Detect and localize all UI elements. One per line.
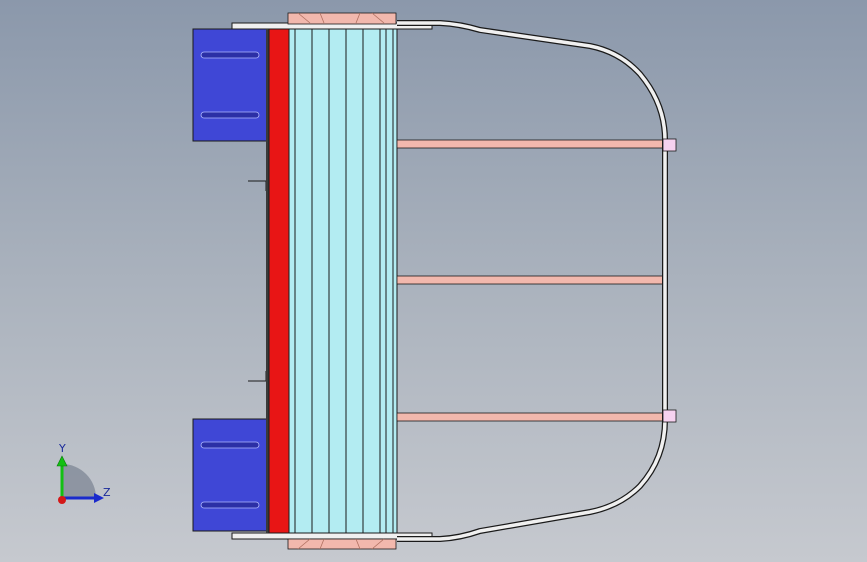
- y-axis-label: Y: [58, 442, 66, 455]
- fin-stack: [288, 28, 398, 534]
- bottom-clamp: [287, 538, 397, 550]
- mount-mark-lower: [248, 371, 267, 382]
- axis-triad: Y Z: [56, 442, 111, 504]
- backing-strip: [266, 29, 269, 533]
- slot: [200, 441, 260, 449]
- top-clamp: [287, 12, 397, 25]
- red-panel: [268, 28, 290, 534]
- y-arrow-icon: [56, 455, 68, 467]
- end-block-lower: [662, 409, 677, 423]
- tie-rod: [396, 139, 664, 149]
- slot: [200, 501, 260, 509]
- top-bracket: [192, 28, 270, 142]
- slot: [200, 111, 260, 119]
- z-axis-label: Z: [103, 486, 111, 499]
- mount-mark-upper: [248, 180, 267, 191]
- frame-inner: [397, 21, 667, 541]
- tie-rod: [396, 275, 664, 285]
- z-arrow-icon: [94, 493, 104, 503]
- triad-sector: [62, 464, 96, 498]
- tie-rod: [396, 412, 664, 422]
- bottom-bracket: [192, 418, 270, 532]
- origin-dot: [58, 496, 66, 504]
- rod-group: [396, 139, 664, 422]
- end-block-upper: [662, 138, 677, 152]
- slot: [200, 51, 260, 59]
